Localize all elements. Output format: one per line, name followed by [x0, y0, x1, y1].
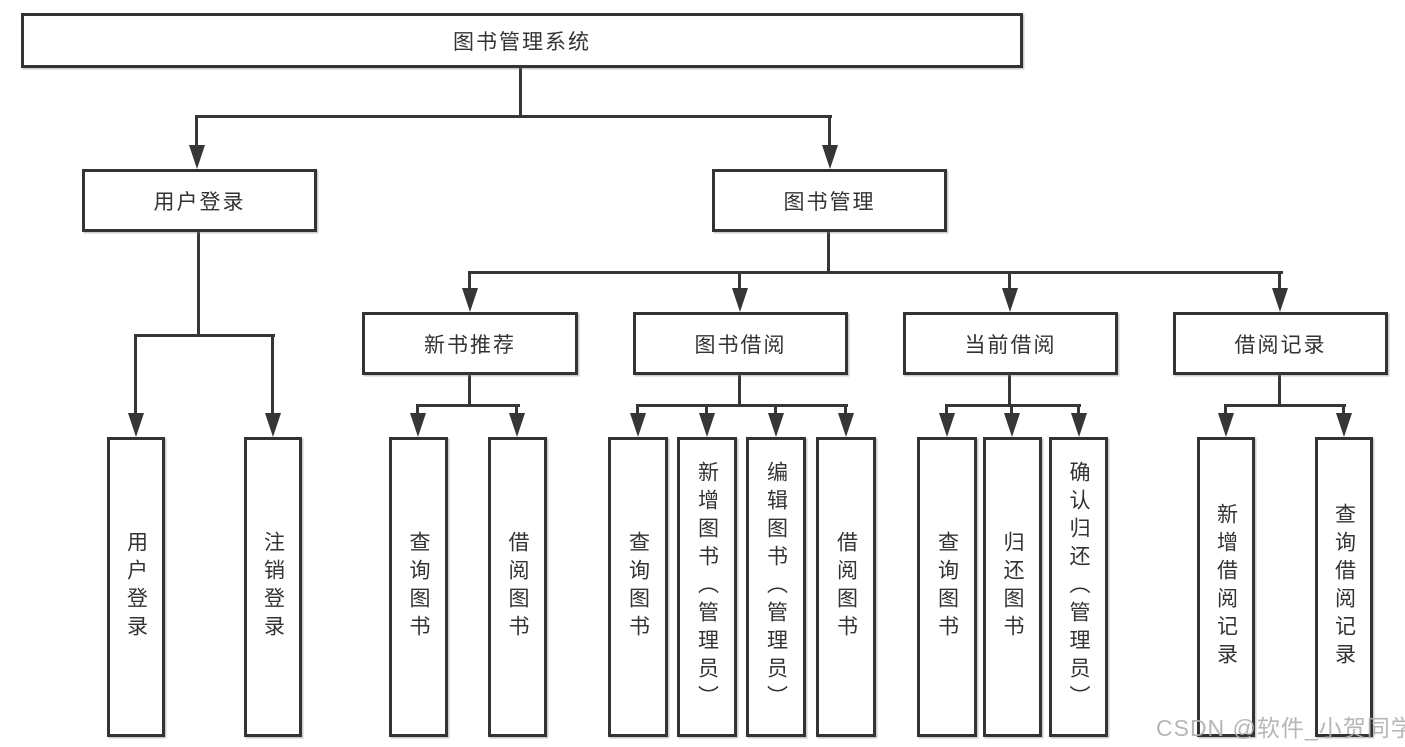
arrow-down-icon — [699, 413, 715, 437]
connector-line — [827, 232, 830, 274]
arrow-down-icon — [1071, 413, 1087, 437]
node-label: 新书推荐 — [424, 333, 516, 357]
connector-line — [1224, 404, 1227, 417]
node-label: 新增图书（管理员） — [695, 461, 719, 713]
leaf-return-books: 归还图书 — [983, 437, 1042, 737]
node-label: 注销登录 — [261, 531, 285, 643]
node-current-borrow: 当前借阅 — [903, 312, 1118, 375]
node-book-management: 图书管理 — [712, 169, 947, 232]
arrow-down-icon — [822, 145, 838, 169]
node-borrow-records: 借阅记录 — [1173, 312, 1388, 375]
node-label: 查询借阅记录 — [1332, 503, 1356, 671]
connector-line — [738, 271, 741, 291]
node-label: 查询图书 — [626, 531, 650, 643]
connector-line — [416, 404, 520, 407]
leaf-query-books-current: 查询图书 — [917, 437, 977, 737]
leaf-add-borrow-record: 新增借阅记录 — [1197, 437, 1255, 737]
leaf-query-books-borrow: 查询图书 — [608, 437, 668, 737]
connector-line — [416, 404, 419, 417]
node-label: 图书借阅 — [694, 333, 787, 357]
arrow-down-icon — [1002, 288, 1018, 312]
leaf-query-borrow-record: 查询借阅记录 — [1315, 437, 1373, 737]
connector-line — [468, 271, 471, 291]
connector-line — [197, 232, 200, 337]
node-label: 查询图书 — [407, 531, 430, 643]
connector-line — [828, 115, 831, 149]
connector-line — [636, 404, 639, 417]
connector-line — [774, 404, 777, 417]
arrow-down-icon — [1218, 413, 1234, 437]
node-label: 确认归还（管理员） — [1067, 461, 1090, 713]
leaf-logout-login: 注销登录 — [244, 437, 302, 737]
connector-line — [1077, 404, 1080, 417]
node-label: 用户登录 — [124, 531, 148, 643]
connector-line — [738, 375, 741, 407]
node-label: 归还图书 — [1001, 531, 1024, 643]
arrow-down-icon — [1004, 413, 1020, 437]
connector-line — [134, 334, 137, 416]
node-label: 用户登录 — [153, 190, 246, 214]
leaf-borrow-books-borrow: 借阅图书 — [816, 437, 876, 737]
node-label: 查询图书 — [935, 531, 959, 643]
watermark: CSDN @软件_小贺同学 — [1156, 715, 1405, 741]
node-user-login: 用户登录 — [82, 169, 317, 232]
leaf-borrow-books-newbook: 借阅图书 — [488, 437, 547, 737]
node-new-book-recommend: 新书推荐 — [362, 312, 578, 375]
node-label: 当前借阅 — [964, 333, 1057, 357]
connector-line — [1342, 404, 1345, 417]
arrow-down-icon — [410, 413, 426, 437]
connector-line — [945, 404, 1081, 407]
node-label: 图书管理 — [783, 190, 876, 214]
leaf-user-login: 用户登录 — [107, 437, 165, 737]
arrow-down-icon — [189, 145, 205, 169]
leaf-confirm-return-admin: 确认归还（管理员） — [1049, 437, 1108, 737]
connector-line — [1224, 404, 1346, 407]
arrow-down-icon — [1336, 413, 1352, 437]
connector-line — [468, 271, 1283, 274]
node-label: 借阅图书 — [834, 531, 858, 643]
node-label: 图书管理系统 — [453, 30, 591, 54]
connector-line — [1008, 375, 1011, 407]
leaf-query-books-newbook: 查询图书 — [389, 437, 448, 737]
connector-line — [1278, 375, 1281, 407]
arrow-down-icon — [462, 288, 478, 312]
node-label: 新增借阅记录 — [1214, 503, 1238, 671]
arrow-down-icon — [265, 413, 281, 437]
connector-line — [468, 375, 471, 407]
connector-line — [195, 115, 832, 118]
connector-line — [1010, 404, 1013, 417]
connector-line — [844, 404, 847, 417]
arrow-down-icon — [939, 413, 955, 437]
leaf-add-book-admin: 新增图书（管理员） — [677, 437, 737, 737]
arrow-down-icon — [838, 413, 854, 437]
connector-line — [195, 115, 198, 149]
connector-line — [1008, 271, 1011, 291]
arrow-down-icon — [128, 413, 144, 437]
connector-line — [945, 404, 948, 417]
node-label: 编辑图书（管理员） — [764, 461, 788, 713]
connector-line — [515, 404, 518, 417]
connector-line — [134, 334, 275, 337]
arrow-down-icon — [732, 288, 748, 312]
arrow-down-icon — [768, 413, 784, 437]
arrow-down-icon — [630, 413, 646, 437]
connector-line — [1278, 271, 1281, 291]
leaf-edit-book-admin: 编辑图书（管理员） — [746, 437, 806, 737]
arrow-down-icon — [509, 413, 525, 437]
connector-line — [271, 334, 274, 416]
connector-line — [636, 404, 848, 407]
node-label: 借阅记录 — [1234, 333, 1327, 357]
node-label: 借阅图书 — [506, 531, 529, 643]
connector-line — [705, 404, 708, 417]
arrow-down-icon — [1272, 288, 1288, 312]
node-book-borrow: 图书借阅 — [633, 312, 848, 375]
connector-line — [519, 66, 522, 118]
node-root: 图书管理系统 — [21, 13, 1023, 68]
